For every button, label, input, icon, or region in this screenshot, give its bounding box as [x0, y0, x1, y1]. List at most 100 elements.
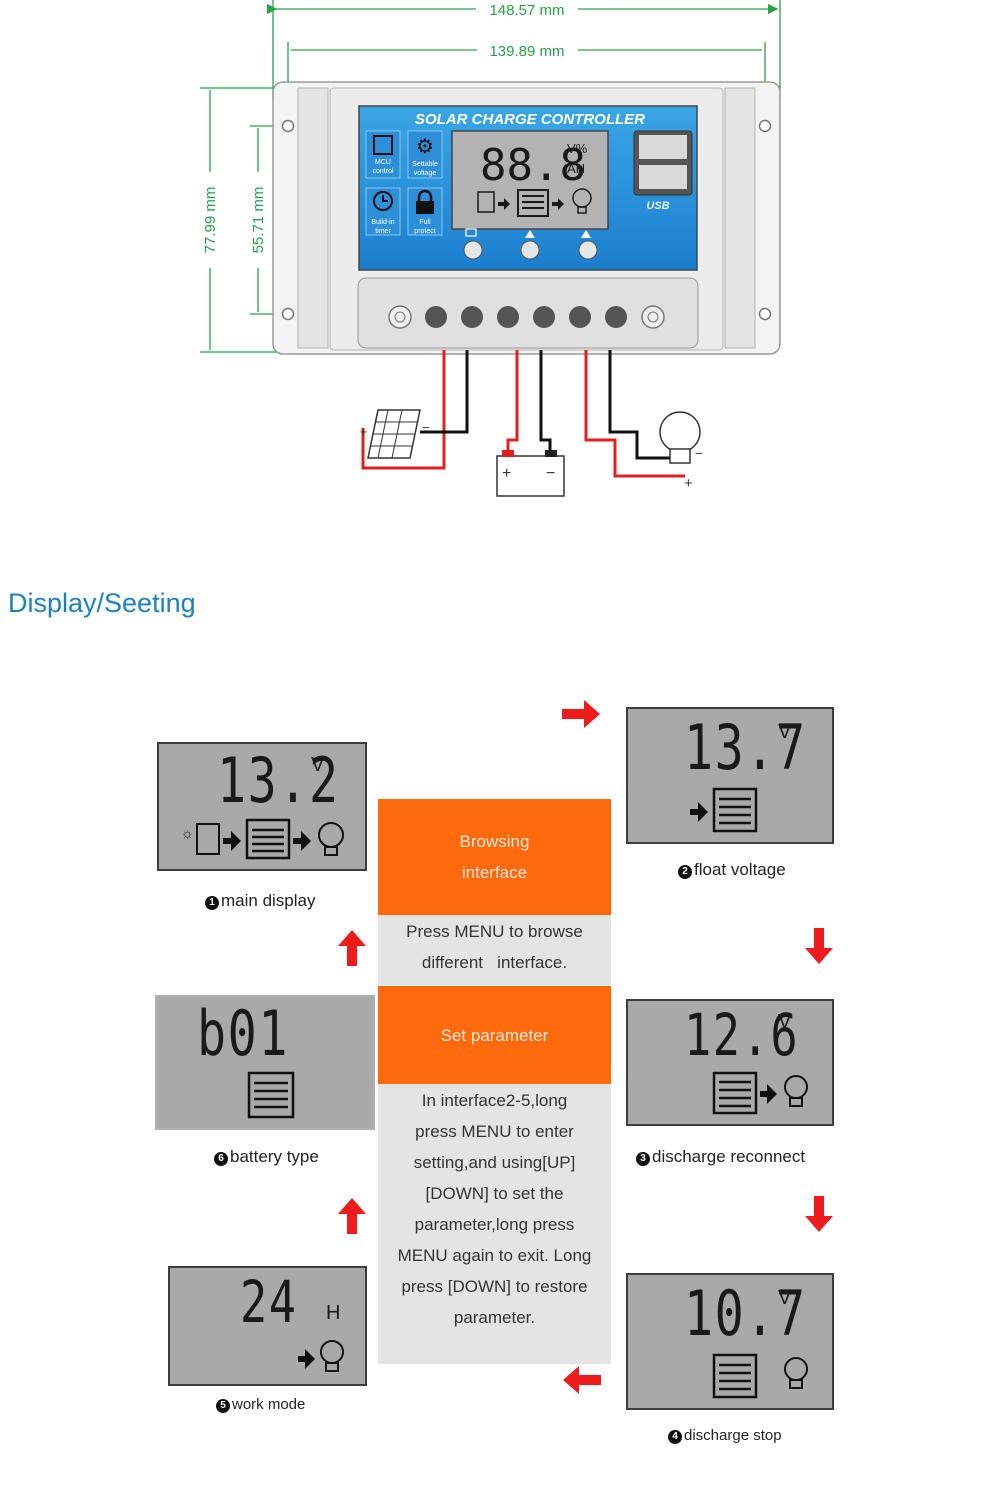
- lcd-flow-icons: ☼: [181, 818, 344, 860]
- bulb-icon: [320, 1340, 344, 1364]
- svg-text:AH: AH: [567, 161, 585, 176]
- arrow-left-icon: [563, 1366, 601, 1394]
- battery-icon: [712, 787, 758, 833]
- hole-distance-dimension: 139.89 mm: [287, 42, 766, 115]
- gear-icon: ⚙: [416, 136, 434, 158]
- lcd-value: 10.7: [684, 1277, 807, 1350]
- wiring: [361, 350, 685, 478]
- lcd-flow-icons: [247, 1071, 295, 1119]
- feature-protect: Full protect: [407, 187, 443, 236]
- badge-number: 3: [636, 1152, 650, 1166]
- lock-icon: [416, 189, 434, 214]
- battery-icon: [247, 1071, 295, 1119]
- set-parameter-header: Set parameter: [378, 986, 611, 1084]
- height-dimension-label: 77.99 mm: [202, 187, 219, 254]
- arrow-icon: [298, 1349, 315, 1369]
- svg-text:Full: Full: [419, 219, 431, 226]
- lcd-value: b01: [197, 997, 290, 1070]
- lcd-value: 12.6: [684, 1001, 800, 1069]
- feature-mcu: MCU control: [365, 130, 401, 179]
- battery-icon: [712, 1353, 758, 1399]
- svg-text:−: −: [546, 465, 555, 482]
- front-panel: SOLAR CHARGE CONTROLLER MCU control ⚙ Se…: [358, 105, 698, 271]
- section-title: Display/Seeting: [8, 588, 196, 618]
- lcd-flow-icons: [712, 1353, 808, 1399]
- lcd-flow-icons: [690, 787, 758, 833]
- bulb-icon: [318, 822, 344, 848]
- feature-settable: ⚙ Settable voltage: [407, 130, 443, 179]
- svg-text:☼: ☼: [181, 825, 194, 841]
- lcd-unit: V: [778, 1011, 792, 1033]
- terminal-block: [357, 277, 699, 349]
- hole-height-label: 55.71 mm: [250, 187, 267, 254]
- lcd-value: 13.7: [684, 711, 807, 784]
- usb-label: USB: [646, 200, 669, 212]
- lcd-value: 24: [240, 1268, 298, 1336]
- battery-icon: [712, 1071, 758, 1115]
- badge-number: 1: [205, 896, 219, 910]
- width-dimension-label: 148.57 mm: [489, 2, 564, 19]
- lcd-screen-work-mode: 24 H: [168, 1266, 367, 1386]
- hole-height-dimension: 55.71 mm: [250, 125, 290, 315]
- svg-text:voltage: voltage: [414, 170, 437, 177]
- svg-text:+: +: [684, 475, 693, 492]
- svg-text:timer: timer: [375, 228, 391, 235]
- battery-icon: + −: [496, 450, 565, 497]
- svg-text:−: −: [422, 420, 430, 435]
- bulb-icon: [784, 1075, 808, 1099]
- svg-text:+: +: [360, 424, 368, 439]
- svg-text:V%: V%: [567, 141, 588, 156]
- battery-icon: [245, 818, 291, 860]
- set-parameter-description: In interface2-5,long press MENU to enter…: [378, 1084, 611, 1364]
- lcd-value: 13.2: [217, 744, 340, 817]
- arrow-icon: [223, 831, 241, 851]
- lcd-flow-icons: [712, 1071, 808, 1115]
- solar-panel-icon: [196, 823, 220, 855]
- panel-lcd-flow-icons: [477, 188, 592, 217]
- lcd-screen-float-voltage: 13.7 V: [626, 707, 834, 844]
- lcd-screen-discharge-stop: 10.7 V: [626, 1273, 834, 1410]
- panel-lcd: 88.8 V% AH: [451, 130, 609, 230]
- lcd-screen-discharge-reconnect: 12.6 V: [626, 999, 834, 1126]
- svg-text:control: control: [372, 168, 393, 175]
- chip-icon: [373, 135, 393, 155]
- arrow-right-icon: [562, 700, 600, 728]
- bulb-icon: [784, 1357, 808, 1381]
- svg-text:protect: protect: [414, 228, 435, 235]
- arrow-icon: [690, 802, 708, 822]
- arrow-down-icon: [805, 1196, 833, 1232]
- svg-text:Settable: Settable: [412, 161, 438, 168]
- lcd-flow-icons: [298, 1340, 344, 1372]
- solar-panel-icon: + −: [360, 409, 430, 459]
- svg-text:−: −: [695, 446, 703, 461]
- browsing-interface-description: Press MENU to browse different interface…: [378, 915, 611, 985]
- badge-number: 5: [216, 1399, 230, 1413]
- panel-buttons: [463, 228, 598, 260]
- arrow-up-icon: [338, 930, 366, 966]
- hole-distance-label: 139.89 mm: [489, 43, 564, 60]
- arrow-icon: [293, 831, 311, 851]
- panel-title: SOLAR CHARGE CONTROLLER: [415, 111, 645, 128]
- lcd-unit: V: [311, 754, 325, 776]
- browsing-interface-header: Browsing interface: [378, 799, 611, 915]
- width-dimension: 148.57 mm: [266, 0, 781, 100]
- badge-number: 4: [668, 1430, 682, 1444]
- lcd-unit: V: [778, 721, 792, 743]
- clock-icon: [373, 191, 393, 211]
- svg-text:+: +: [502, 465, 511, 482]
- lcd-unit: H: [326, 1302, 341, 1324]
- svg-text:MCU: MCU: [375, 159, 391, 166]
- lcd-screen-battery-type: b01: [155, 995, 375, 1130]
- arrow-up-icon: [338, 1198, 366, 1234]
- svg-text:Build-in: Build-in: [371, 219, 394, 226]
- lcd-unit: V: [778, 1287, 792, 1309]
- panel-lcd-digits: 88.8: [480, 140, 586, 191]
- badge-number: 6: [214, 1152, 228, 1166]
- device-diagram: 148.57 mm 139.89 mm 77.99 mm 55.71 mm SO…: [200, 0, 781, 497]
